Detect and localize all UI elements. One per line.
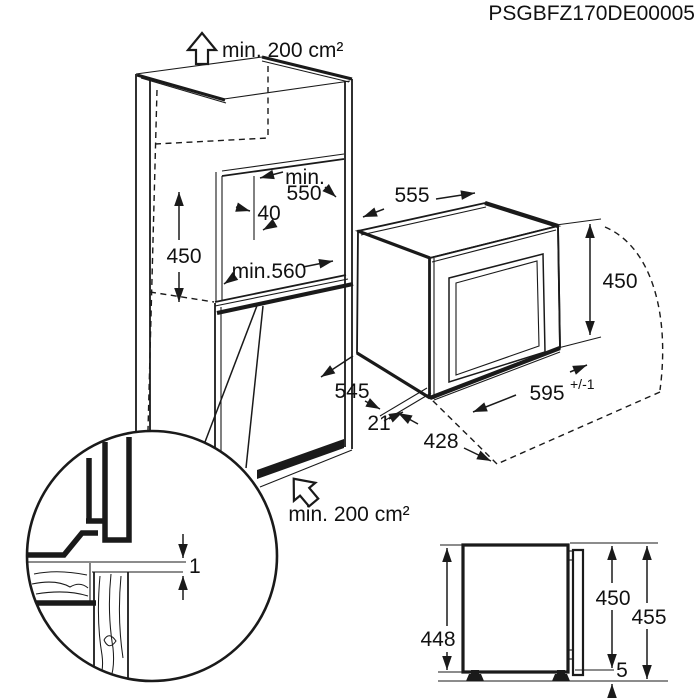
- foot-left: [466, 674, 484, 681]
- hidden-floor-edge: [149, 291, 215, 303]
- dim-front-width-tolerance: +/-1: [570, 376, 595, 392]
- shelf-front-edge: [216, 281, 354, 316]
- detail-leader-line-2: [245, 305, 264, 469]
- dim-niche-depth-label: min.560: [232, 260, 307, 283]
- dim-niche-offset-label: 40: [257, 202, 280, 225]
- document-code: PSGBFZ170DE00005: [488, 2, 695, 25]
- vent-slot: [257, 439, 344, 479]
- foot-right: [552, 674, 570, 681]
- detail-section: [28, 437, 186, 681]
- hidden-bottom-edge: [154, 137, 269, 145]
- vent-top-label: min. 200 cm²: [222, 39, 343, 62]
- detail-circle-drawing: 1: [25, 302, 279, 683]
- dim-protrusion-label: 21: [367, 412, 390, 435]
- dim-detail-gap-label: 1: [189, 555, 201, 578]
- detail-circle-outline: [25, 429, 279, 683]
- up-arrow-icon: [185, 31, 219, 66]
- detail-leader-line-1: [204, 302, 259, 443]
- frame-channel: [102, 437, 132, 543]
- dim-niche-width-prefix: min.: [285, 166, 325, 189]
- dim-appliance-width-label: 555: [394, 184, 429, 207]
- panel-step: [28, 530, 98, 558]
- hinge-bottom: [567, 649, 574, 660]
- dim-appliance-depth-label: 545: [334, 380, 369, 403]
- dim-door-clearance-label: 428: [423, 430, 458, 453]
- dim-front-width-label: 595: [529, 382, 564, 405]
- door-window-inner: [455, 260, 540, 376]
- dim-niche-height-label: 450: [166, 245, 201, 268]
- door-swing-arc: [604, 226, 664, 391]
- appliance-drawing: 555 450 595 +/-1 428 21 545: [320, 184, 664, 465]
- dim-niche-width-value: 550: [286, 182, 321, 205]
- door-window-outer: [448, 253, 546, 384]
- side-view-door: [571, 548, 585, 677]
- dim-overall-height-label: 455: [631, 606, 666, 629]
- dim-body-height-label: 448: [420, 628, 455, 651]
- vent-bottom-label: min. 200 cm²: [288, 503, 409, 526]
- side-view-body: [461, 543, 570, 674]
- dim-appliance-height-label: 450: [602, 270, 637, 293]
- hinge-top: [567, 550, 574, 561]
- up-left-arrow-icon: [292, 477, 320, 508]
- dim-door-height-label: 450: [595, 587, 630, 610]
- dim-bottom-gap-label: 5: [616, 659, 628, 682]
- appliance-side-face: [356, 229, 431, 400]
- cabinet-drawing: 450 min. 550 40 min.560 min. 200 cm² min…: [135, 31, 410, 526]
- hidden-back-edge: [147, 89, 158, 431]
- cabinet-upper-front-face: [222, 81, 352, 176]
- side-view-drawing: 448 450 455 5: [420, 542, 668, 698]
